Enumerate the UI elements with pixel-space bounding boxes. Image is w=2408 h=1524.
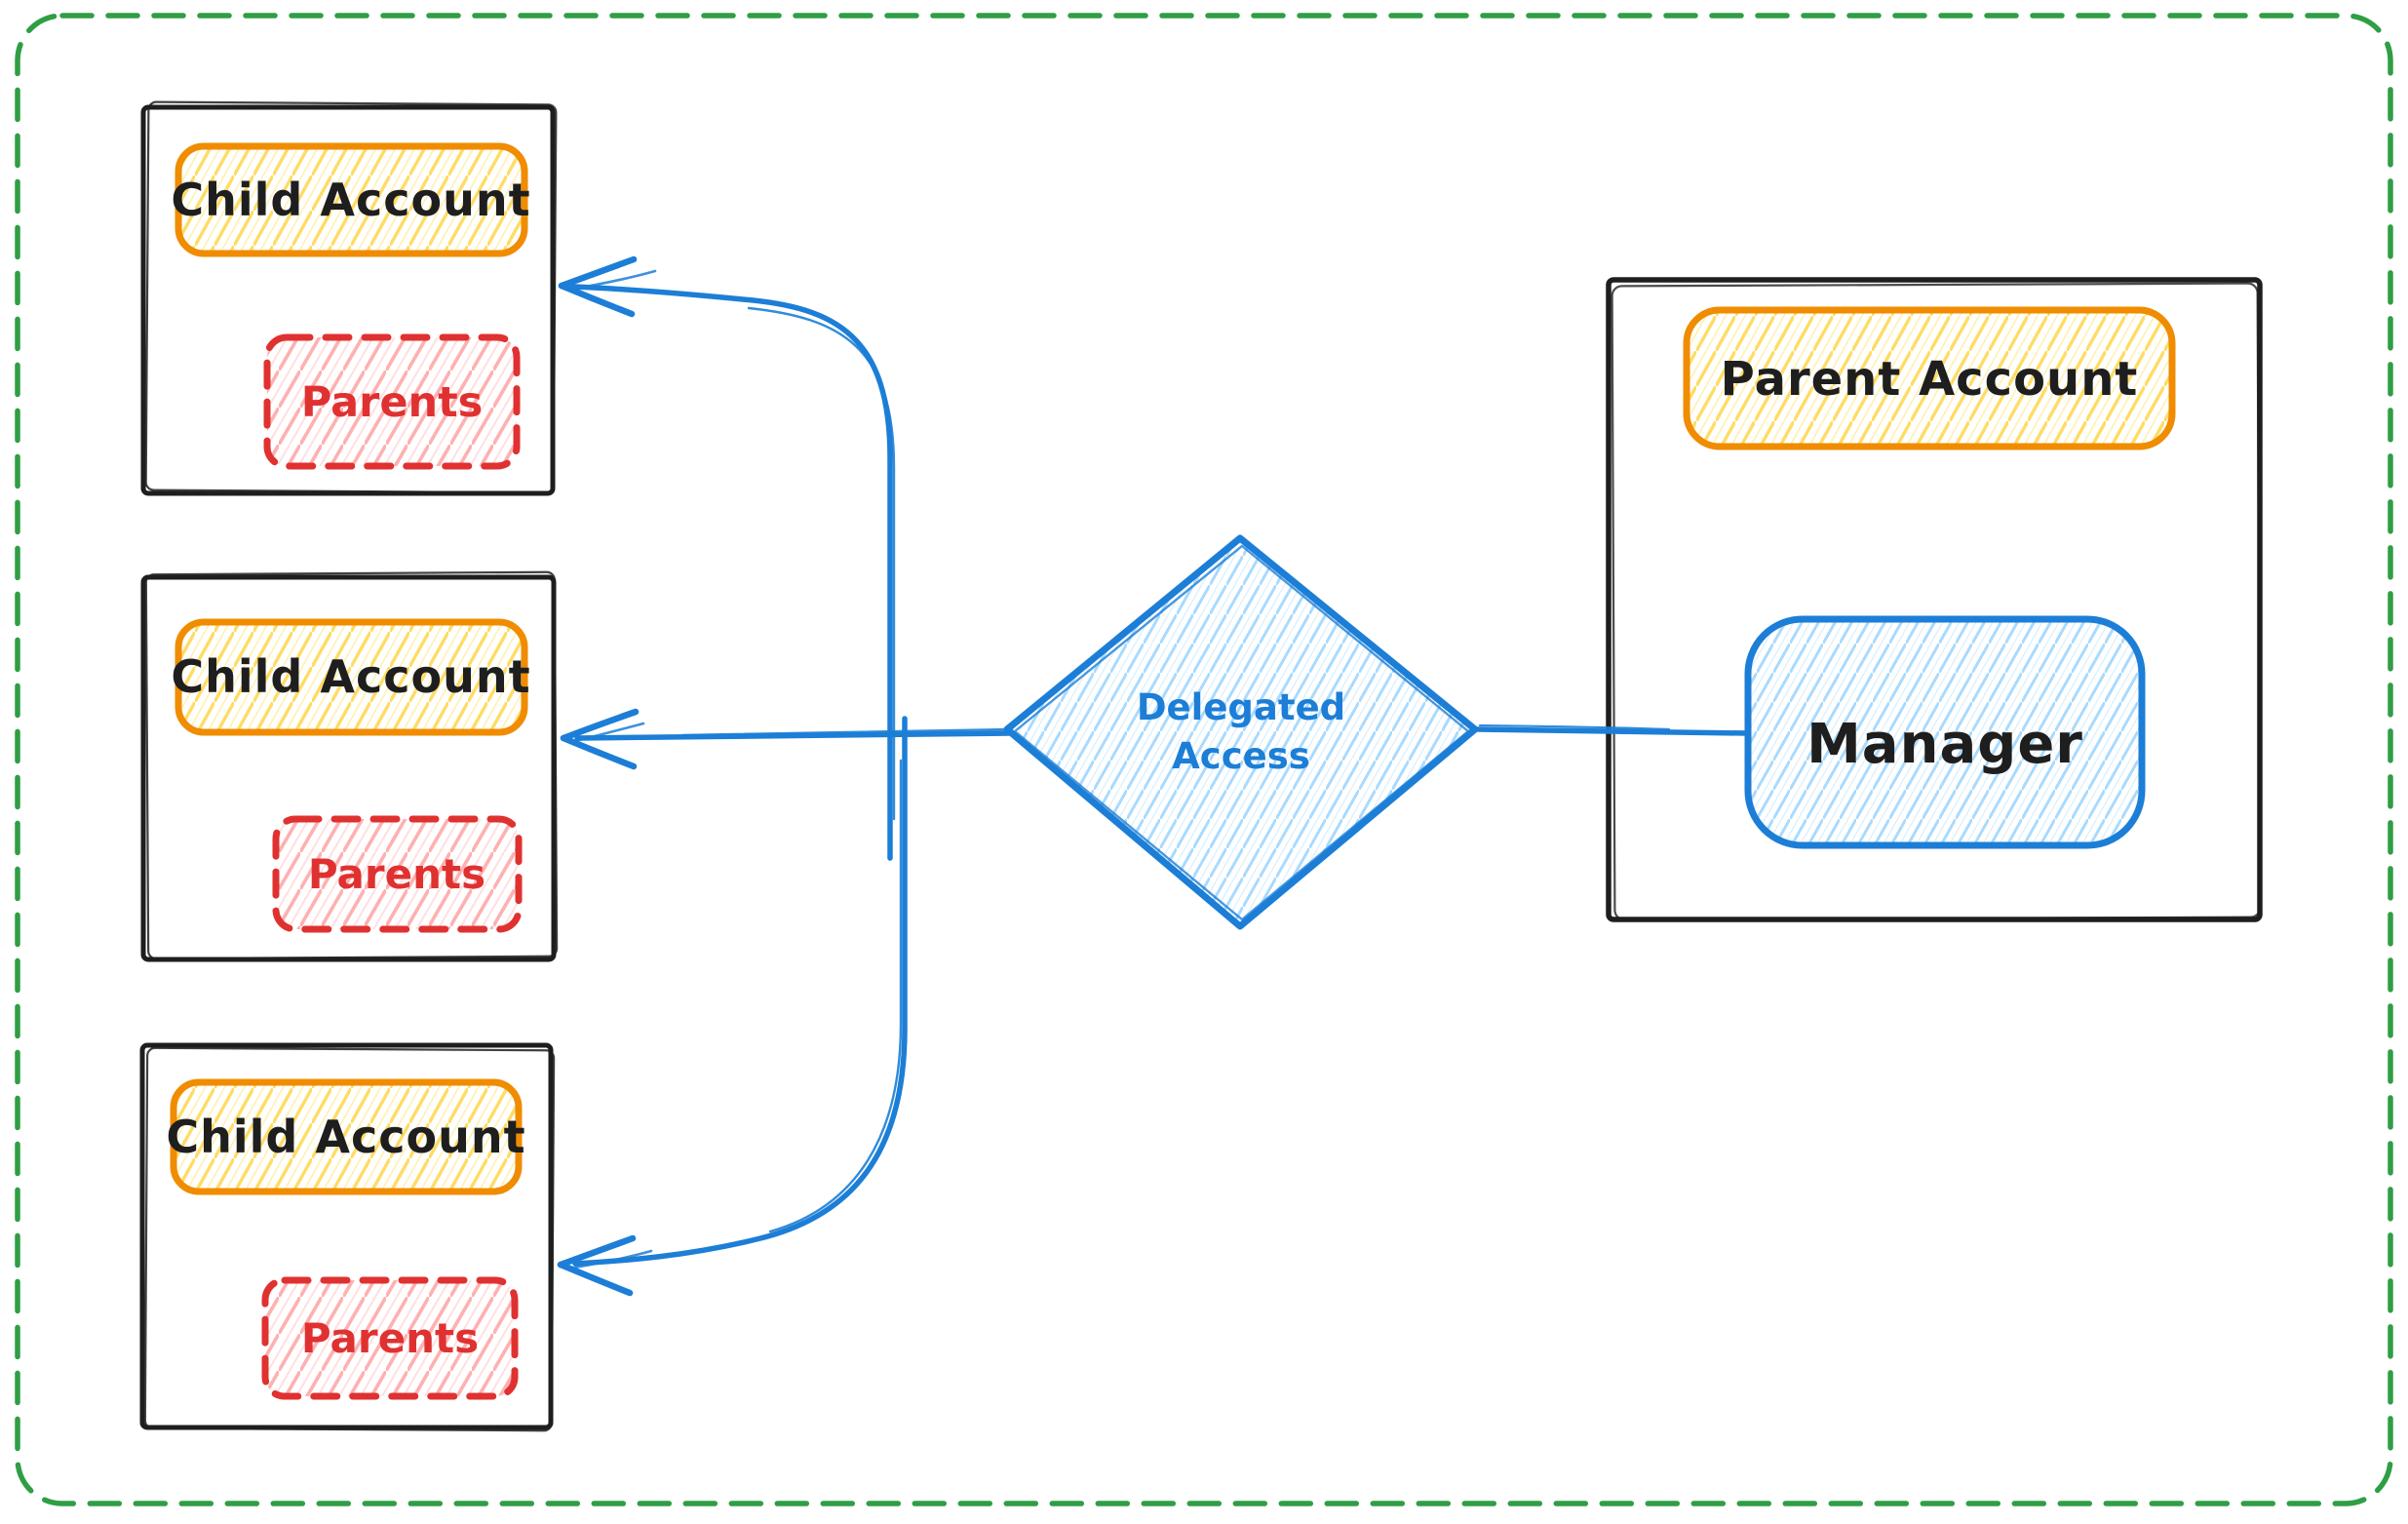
child-account-title: Child Account: [171, 650, 530, 703]
parents-badge: [263, 333, 521, 470]
arrow-shaft-sketch: [768, 759, 903, 1233]
arrow-shaft: [574, 730, 1012, 741]
arrow-head: [557, 1234, 637, 1269]
arrow-head: [557, 1261, 634, 1297]
parent-account-title: Parent Account: [1721, 352, 2139, 407]
arrow-head: [558, 255, 638, 290]
arrow-head-sketch: [573, 269, 657, 291]
parents-label: Parents: [308, 850, 485, 898]
delegated-access-label-line1: Delegated: [1137, 686, 1345, 728]
child-account-title: Child Account: [166, 1111, 525, 1163]
parents-badge: [272, 815, 523, 933]
child-account-box-2: Child Account Parents: [140, 570, 559, 962]
delegated-access-label-line2: Access: [1172, 735, 1310, 777]
child-account-label-badge: [175, 618, 528, 736]
parents-badge: [261, 1276, 519, 1400]
diamond-shape-sketch: [1013, 544, 1470, 921]
arrow-head: [558, 282, 636, 318]
child-account-box-3: Child Account Parents: [139, 1042, 556, 1432]
child-account-box-1: Child Account Parents: [140, 100, 558, 496]
arrow-shaft: [570, 284, 893, 861]
child-box-3-frame-sketch: [143, 1046, 556, 1432]
connector-shaft: [1475, 726, 1750, 736]
arrow-to-child-1: [558, 255, 896, 861]
arrow-head: [560, 708, 640, 742]
manager-to-diamond-connector: [1475, 723, 1750, 736]
arrow-shaft: [572, 716, 908, 1267]
arrow-to-child-3: [557, 716, 908, 1297]
parent-account-label-badge: [1683, 306, 2176, 450]
child-account-title: Child Account: [171, 174, 530, 226]
child-box-2-frame-sketch: [144, 570, 559, 960]
parent-box-frame-sketch: [1611, 282, 2262, 921]
manager-label: Manager: [1806, 713, 2083, 776]
arrow-head: [560, 734, 638, 770]
connector-shaft-sketch: [1478, 723, 1671, 731]
parents-label: Parents: [301, 1314, 479, 1362]
arrow-shaft-sketch: [747, 306, 896, 821]
parent-account-box: Parent Account Manager: [1606, 277, 2263, 922]
child-account-label-badge: [175, 142, 528, 257]
parents-label: Parents: [301, 378, 484, 427]
arrow-to-child-2: [560, 708, 1012, 770]
child-box-1-frame-sketch: [144, 100, 558, 494]
delegated-access-diamond: Delegated Access: [1003, 534, 1479, 930]
diamond-shape: [1003, 534, 1479, 930]
child-account-label-badge: [170, 1078, 523, 1195]
canvas-dashed-border: [15, 13, 2393, 1506]
arrow-shaft-sketch: [680, 727, 1009, 737]
arrow-head-sketch: [573, 722, 645, 743]
arrow-head-sketch: [572, 1249, 653, 1270]
